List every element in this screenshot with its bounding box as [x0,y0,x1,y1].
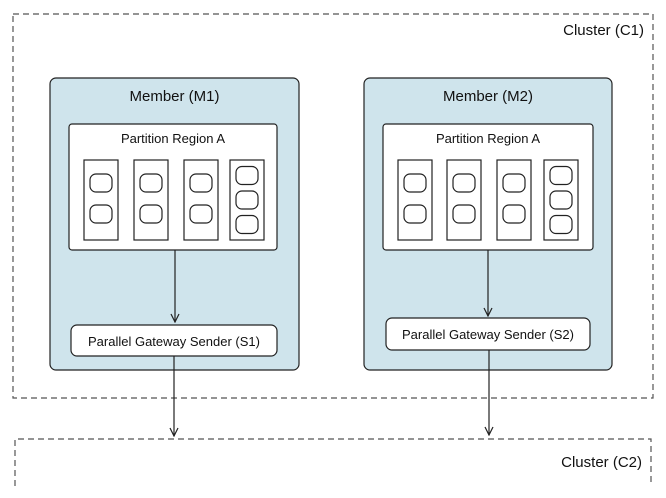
bucket-column [183,159,219,241]
bucket-entry [549,214,573,235]
bucket-entry [189,173,213,193]
member-m2-title: Member (M2) [443,88,533,105]
bucket-entry [235,214,259,235]
gateway-sender-s2-box [385,317,591,351]
bucket-entry [502,173,526,193]
bucket-entry [139,173,163,193]
bucket-entry [549,190,573,210]
partition-region-m1-box [68,123,278,251]
bucket-entry [452,173,476,193]
bucket-column [397,159,433,241]
bucket-entry [403,173,427,193]
partition-region-m1: Partition Region A [68,123,278,251]
partition-region-m1-label: Partition Region A [121,131,225,146]
bucket-column [133,159,169,241]
bucket-column [446,159,482,241]
bucket-group-m2 [397,159,579,241]
bucket-column [496,159,532,241]
member-m1-title: Member (M1) [129,88,219,105]
bucket-entry [502,204,526,224]
gateway-sender-s1-label: Parallel Gateway Sender (S1) [88,334,260,349]
bucket-entry [139,204,163,224]
bucket-entry [235,165,259,186]
partition-region-m2-label: Partition Region A [436,131,540,146]
partition-region-m2: Partition Region A [382,123,594,251]
bucket-entry [189,204,213,224]
bucket-column [83,159,119,241]
bucket-entry [452,204,476,224]
cluster-c1-boundary [12,13,654,399]
cluster-c1-label: Cluster (C1) [563,22,644,39]
bucket-entry [403,204,427,224]
bucket-group-m1 [83,159,265,241]
member-m1: Member (M1) Partition Region A Parallel … [49,77,300,371]
bucket-entry [235,190,259,210]
bucket-entry [89,173,113,193]
gateway-sender-s2-label: Parallel Gateway Sender (S2) [402,327,574,342]
member-m2: Member (M2) Partition Region A Parallel … [363,77,613,371]
bucket-entry [89,204,113,224]
cluster-c2-label: Cluster (C2) [561,454,642,471]
cluster-c2-boundary [14,438,652,486]
bucket-entry [549,165,573,186]
